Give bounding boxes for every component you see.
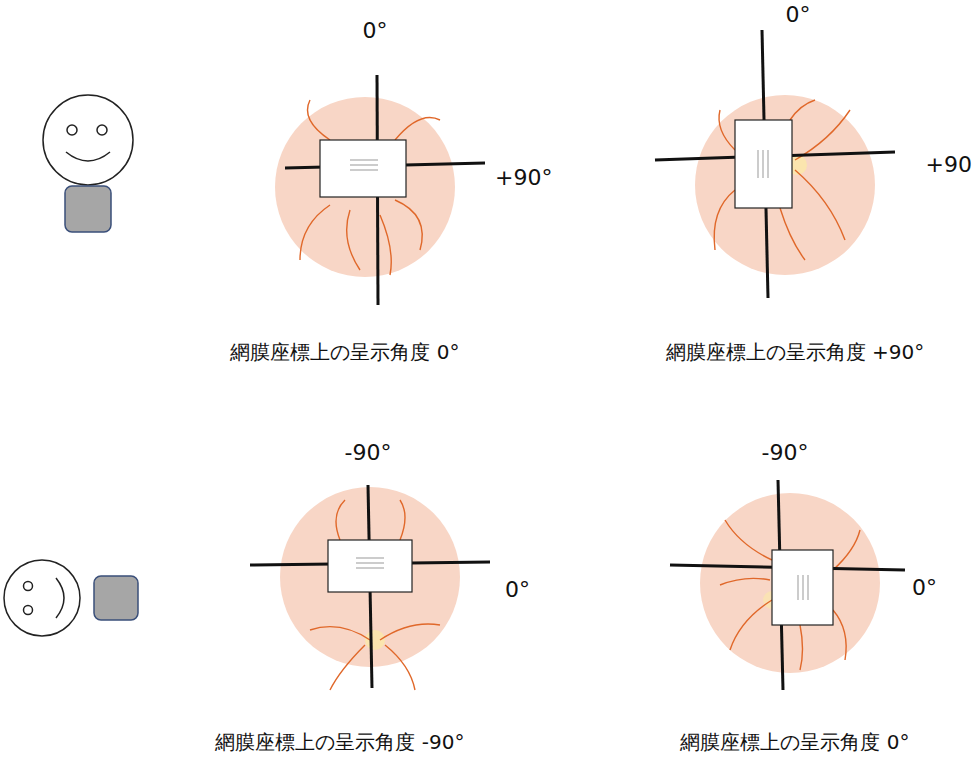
caption-label: 網膜座標上の呈示角度 0° xyxy=(230,340,459,364)
axis-label: +90 xyxy=(926,152,972,178)
axis-label: -90° xyxy=(345,440,392,466)
axis-label: 0° xyxy=(505,577,530,603)
caption-label: 網膜座標上の呈示角度 +90° xyxy=(666,340,925,364)
caption-label: 網膜座標上の呈示角度 0° xyxy=(680,730,909,754)
lying-person xyxy=(4,560,138,636)
fundus-image xyxy=(670,480,905,690)
axis-label: +90° xyxy=(495,165,552,191)
axis-label: -90° xyxy=(762,440,809,466)
axis-label: 0° xyxy=(786,2,811,28)
axis-label: 0° xyxy=(363,18,388,44)
caption-label: 網膜座標上の呈示角度 -90° xyxy=(215,730,464,754)
fundus-image xyxy=(655,30,895,298)
fundus-image xyxy=(275,75,485,305)
fundus-image xyxy=(250,485,490,690)
axis-label: 0° xyxy=(912,575,937,601)
upright-person xyxy=(43,95,133,232)
